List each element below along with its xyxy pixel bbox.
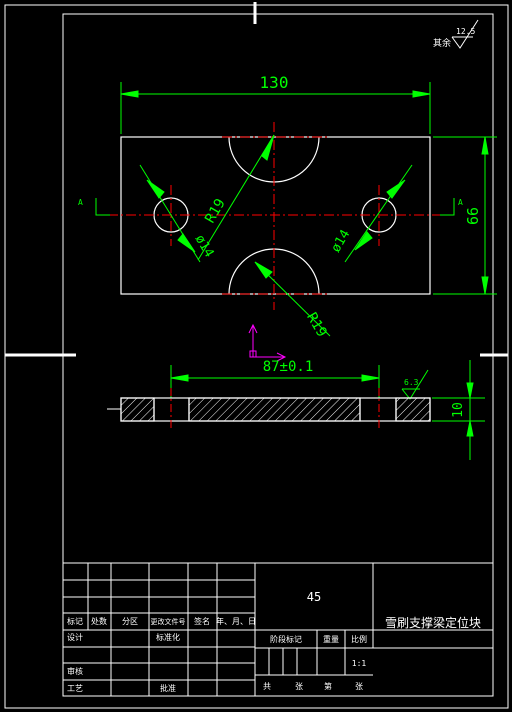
dim-thickness — [432, 360, 485, 460]
header-col-zone: 分区 — [122, 617, 138, 626]
dim-height — [433, 136, 497, 295]
row-process: 工艺 — [67, 684, 83, 693]
dim-height-label: 66 — [464, 207, 482, 225]
top-view: A A 130 66 R19 R19 — [78, 73, 497, 362]
dim-radius-top-label: R19 — [202, 196, 229, 226]
roughness-general-label: 其余 — [433, 37, 451, 49]
row-review: 审核 — [67, 666, 83, 676]
dim-radius-top — [197, 134, 275, 261]
scale-value: 1:1 — [352, 659, 367, 668]
row-design: 设计 — [67, 632, 83, 642]
ratio-label: 比例 — [351, 634, 367, 644]
section-mark-left — [95, 198, 110, 216]
header-col-sign: 签名 — [194, 616, 210, 626]
dim-hole-left — [139, 164, 201, 263]
roughness-general-value: 12.5 — [456, 27, 475, 36]
centering-marks — [5, 2, 508, 357]
header-col-count: 处数 — [91, 616, 107, 626]
header-col-mark: 标记 — [67, 616, 83, 626]
sheet-unit2: 张 — [355, 682, 363, 691]
part-name: 雪刷支撑梁定位块 — [385, 615, 481, 630]
header-col-change-doc: 更改文件号 — [151, 617, 186, 626]
section-label-left: A — [78, 198, 83, 207]
dim-width-label: 130 — [260, 73, 289, 92]
row-approve: 批准 — [160, 683, 176, 693]
dim-hole-spacing-label: 87±0.1 — [263, 359, 314, 375]
dim-hole-right — [344, 164, 413, 263]
section-center-lines — [170, 388, 380, 430]
section-mark-right — [440, 198, 455, 216]
roughness-general: 其余 12.5 — [433, 19, 479, 49]
sheet-total: 共 — [263, 682, 271, 691]
side-view: 87±0.1 6.3 10 — [107, 359, 485, 460]
dim-thickness-label: 10 — [451, 402, 466, 418]
center-lines — [108, 122, 443, 310]
roughness-local-value: 6.3 — [404, 378, 419, 387]
roughness-icon — [451, 19, 479, 49]
title-block-text: 45 雪刷支撑梁定位块 标记 处数 分区 更改文件号 签名 年、月、日 设计 标… — [67, 590, 481, 693]
sheet-unit1: 张 — [295, 682, 303, 691]
weight-label: 重量 — [323, 634, 339, 644]
ucs-icon — [248, 323, 287, 362]
dim-radius-bottom — [254, 261, 331, 337]
sheet-no: 第 — [324, 681, 332, 691]
stage-label: 阶段标记 — [270, 634, 302, 644]
roughness-local: 6.3 — [401, 369, 429, 400]
title-block — [62, 562, 494, 697]
material-label: 45 — [307, 590, 321, 604]
row-standard: 标准化 — [156, 632, 180, 642]
dim-width — [120, 82, 431, 134]
dim-hole-right-label: ø14 — [329, 227, 354, 255]
section-body — [120, 397, 431, 422]
dim-radius-bottom-label: R19 — [303, 310, 330, 340]
section-label-right: A — [458, 198, 463, 207]
header-col-date: 年、月、日 — [216, 616, 256, 626]
